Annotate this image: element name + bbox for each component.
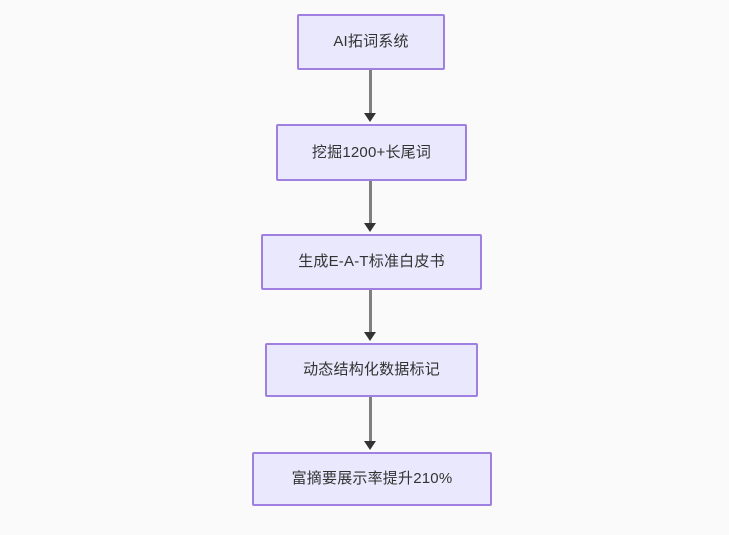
flowchart-node-label: AI拓词系统 (333, 33, 409, 50)
arrow-down-icon (364, 332, 376, 341)
flowchart-node-label: 生成E-A-T标准白皮书 (298, 253, 445, 270)
flowchart-node-label: 挖掘1200+长尾词 (311, 143, 432, 161)
arrow-down-icon (364, 113, 376, 122)
flowchart-node-generate-eat-whitepaper[interactable]: 生成E-A-T标准白皮书 (261, 234, 482, 290)
flowchart-node-mine-longtail-keywords[interactable]: 挖掘1200+长尾词 (276, 124, 467, 181)
flowchart-edge-n3-n4 (369, 397, 372, 443)
flowchart-edge-n1-n2 (369, 181, 372, 225)
flowchart-node-label: 富摘要展示率提升210% (291, 470, 453, 487)
flowchart-node-ai-keyword-system[interactable]: AI拓词系统 (297, 14, 445, 70)
flowchart-node-label: 动态结构化数据标记 (303, 361, 440, 378)
flowchart-edge-n2-n3 (369, 290, 372, 334)
arrow-down-icon (364, 223, 376, 232)
flowchart-node-rich-snippet-rate-increase[interactable]: 富摘要展示率提升210% (252, 452, 492, 506)
arrow-down-icon (364, 441, 376, 450)
flowchart-node-dynamic-structured-data-markup[interactable]: 动态结构化数据标记 (265, 343, 478, 397)
flowchart-edge-n0-n1 (369, 70, 372, 115)
